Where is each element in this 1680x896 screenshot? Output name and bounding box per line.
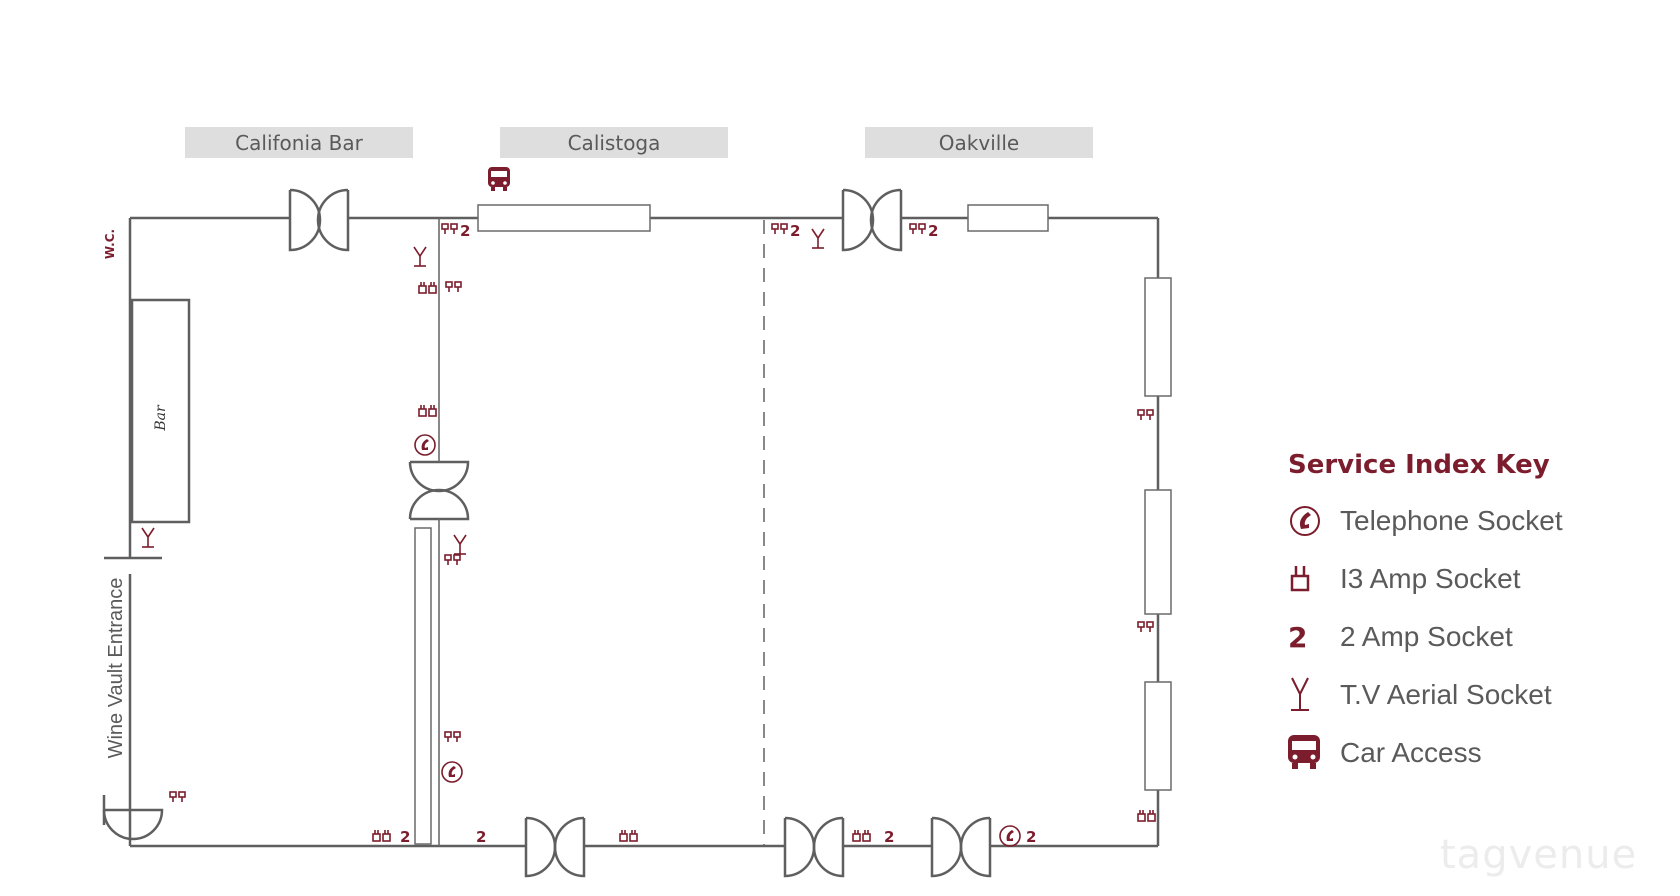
doors — [102, 188, 992, 878]
2-amp-socket-icon — [441, 223, 458, 235]
outer-walls — [128, 216, 1160, 848]
wc-label: W.C. — [103, 229, 117, 259]
2-amp-socket-icon — [169, 791, 186, 803]
plan-symbols: 2 2 2 2 2 2 2 — [141, 222, 1156, 847]
tv-aerial-socket-icon — [811, 228, 825, 249]
key-row-2-amp: 2 2 Amp Socket — [1288, 608, 1648, 666]
13-amp-socket-icon — [1137, 809, 1156, 822]
key-row-car-access: Car Access — [1288, 724, 1648, 782]
2-amp-socket-icon — [445, 281, 462, 293]
tv-aerial-socket-icon — [1288, 675, 1340, 715]
key-title: Service Index Key — [1288, 450, 1550, 480]
2-amp-socket-icon — [771, 223, 788, 235]
key-label: 2 Amp Socket — [1340, 621, 1513, 652]
2-amp-socket-icon — [1137, 409, 1154, 421]
telephone-socket-icon — [441, 761, 463, 783]
svg-text:Oakville: Oakville — [939, 131, 1019, 155]
service-index-key: Service Index Key Telephone Socket I3 Am… — [1288, 450, 1648, 782]
room-label-california-bar: Califonia Bar — [185, 127, 413, 158]
13-amp-socket-icon — [418, 404, 437, 417]
telephone-socket-icon — [1288, 501, 1340, 541]
svg-text:2: 2 — [790, 222, 800, 240]
car-access-icon — [1288, 733, 1340, 773]
13-amp-socket-icon — [852, 829, 871, 842]
tv-aerial-socket-icon — [453, 534, 467, 555]
2-amp-socket-icon — [1137, 621, 1154, 633]
key-row-telephone: Telephone Socket — [1288, 492, 1648, 550]
svg-text:Bar: Bar — [153, 404, 169, 432]
13-amp-socket-icon — [372, 829, 391, 842]
windows — [477, 204, 1172, 791]
room-label-calistoga: Calistoga — [500, 127, 728, 158]
2-amp-socket-icon — [444, 554, 461, 566]
room-label-oakville: Oakville — [865, 127, 1093, 158]
svg-text:2: 2 — [476, 828, 486, 846]
bar-counter: Bar — [130, 298, 191, 524]
car-access-icon — [488, 167, 510, 191]
svg-text:2: 2 — [928, 222, 938, 240]
svg-text:2: 2 — [460, 222, 470, 240]
key-label: T.V Aerial Socket — [1340, 679, 1552, 710]
13-amp-socket-icon — [418, 281, 437, 294]
wine-vault-entrance-label: Wine Vault Entrance — [105, 578, 127, 759]
svg-text:2: 2 — [1026, 828, 1036, 846]
telephone-socket-icon — [414, 434, 436, 456]
13-amp-socket-icon — [1288, 559, 1340, 599]
telephone-socket-icon — [999, 825, 1021, 847]
2-amp-socket-icon — [909, 223, 926, 235]
watermark: tagvenue — [1440, 832, 1638, 878]
key-label: Car Access — [1340, 737, 1482, 768]
key-row-tv-aerial: T.V Aerial Socket — [1288, 666, 1648, 724]
key-label: I3 Amp Socket — [1340, 563, 1521, 594]
svg-text:Califonia Bar: Califonia Bar — [235, 131, 363, 155]
key-row-13-amp: I3 Amp Socket — [1288, 550, 1648, 608]
svg-text:Calistoga: Calistoga — [568, 131, 661, 155]
key-label: Telephone Socket — [1340, 505, 1563, 536]
2-amp-socket-icon — [444, 731, 461, 743]
tv-aerial-socket-icon — [413, 246, 427, 267]
tv-aerial-socket-icon — [141, 527, 155, 548]
2-amp-socket-icon: 2 — [1288, 620, 1308, 654]
internal-walls — [414, 218, 765, 846]
svg-text:2: 2 — [884, 828, 894, 846]
13-amp-socket-icon — [619, 829, 638, 842]
svg-text:2: 2 — [400, 828, 410, 846]
